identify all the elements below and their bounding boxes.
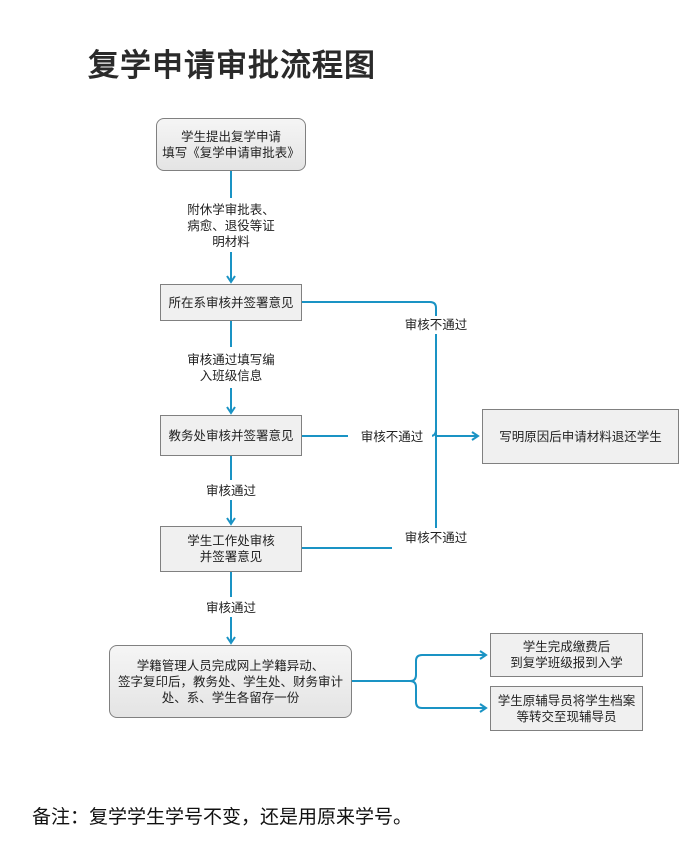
edge-label-reject-student-affairs: 审核不通过 — [396, 530, 476, 546]
node-registrar: 学籍管理人员完成网上学籍异动、 签字复印后，教务处、学生处、财务审计 处、系、学… — [109, 645, 352, 718]
page-title: 复学申请审批流程图 — [88, 48, 376, 84]
edge-label-pass-2: 审核通过 — [191, 600, 271, 616]
edge-label-line: 明材料 — [212, 234, 250, 249]
node-text: 所在系审核并签署意见 — [168, 294, 294, 310]
node-text: 等转交至现辅导员 — [516, 708, 617, 724]
edge-label-line: 审核通过填写编 — [187, 352, 275, 367]
node-text: 写明原因后申请材料退还学生 — [499, 428, 662, 444]
edge-label-line: 入班级信息 — [199, 368, 263, 383]
node-text: 学生原辅导员将学生档案 — [497, 692, 636, 708]
edge-label-attach-docs: 附休学审批表、 病愈、退役等证 明材料 — [171, 202, 291, 250]
node-text: 签字复印后，教务处、学生处、财务审计 — [117, 673, 343, 689]
edge-label-line: 病愈、退役等证 — [187, 218, 275, 233]
edge-label-reject-academic: 审核不通过 — [352, 429, 432, 445]
node-academic-review: 教务处审核并签署意见 — [160, 415, 302, 456]
footnote: 备注：复学学生学号不变，还是用原来学号。 — [32, 806, 413, 828]
connector-to-transfer — [409, 680, 488, 713]
node-text: 学生提出复学申请 — [180, 128, 281, 144]
node-outcome-transfer: 学生原辅导员将学生档案 等转交至现辅导员 — [490, 686, 643, 731]
edge-label-pass-1: 审核通过 — [191, 483, 271, 499]
node-student-affairs-review: 学生工作处审核 并签署意见 — [160, 526, 302, 572]
edge-label-reject-dept: 审核不通过 — [396, 317, 476, 333]
node-text: 学生完成缴费后 — [522, 639, 611, 654]
node-dept-review: 所在系审核并签署意见 — [160, 284, 302, 321]
edge-label-pass-fill-class: 审核通过填写编 入班级信息 — [171, 352, 291, 384]
node-outcome-enroll: 学生完成缴费后 到复学班级报到入学 — [490, 633, 643, 677]
node-rejected: 写明原因后申请材料退还学生 — [482, 409, 679, 464]
node-text: 处、系、学生各留存一份 — [161, 689, 300, 705]
connector-reject-dept — [301, 301, 437, 316]
node-text: 教务处审核并签署意见 — [168, 427, 294, 443]
edge-label-line: 附休学审批表、 — [187, 202, 275, 217]
node-text: 学生工作处审核 — [187, 533, 275, 548]
node-text: 填写《复学申请审批表》 — [162, 144, 300, 160]
node-text: 到复学班级报到入学 — [510, 655, 623, 670]
connector-to-enroll — [409, 650, 488, 682]
node-text: 并签署意见 — [199, 549, 263, 564]
node-start: 学生提出复学申请 填写《复学申请审批表》 — [156, 118, 306, 171]
node-text: 学籍管理人员完成网上学籍异动、 — [136, 657, 325, 673]
